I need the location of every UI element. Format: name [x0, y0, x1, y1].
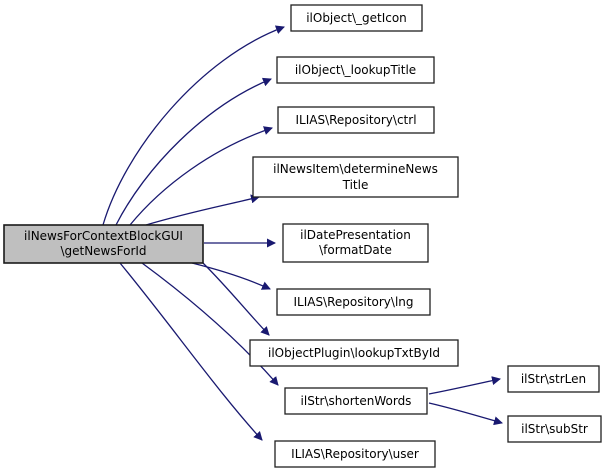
- node-ilias-repository-ctrl[interactable]: ILIAS\Repository\ctrl: [277, 106, 435, 134]
- node-ilNewsForContextBlockGUI-getNewsForId[interactable]: ilNewsForContextBlockGUI \getNewsForId: [3, 224, 204, 264]
- node-label: ilStr\subStr: [521, 422, 588, 436]
- edge-getNewsForId-to-lookupTxtById: [202, 262, 270, 336]
- node-label: ILIAS\Repository\user: [291, 447, 419, 461]
- main-node-label-line2: \getNewsForId: [60, 244, 146, 258]
- node-ilias-repository-user[interactable]: ILIAS\Repository\user: [274, 440, 436, 468]
- node-box[interactable]: [249, 339, 459, 367]
- node-box[interactable]: [274, 440, 436, 468]
- node-label: ILIAS\Repository\lng: [293, 295, 413, 309]
- edge-getNewsForId-to-user: [119, 262, 263, 441]
- node-box[interactable]: [276, 56, 435, 84]
- edge-getNewsForId-to-lookupTitle: [115, 77, 272, 226]
- main-node-label-line1: ilNewsForContextBlockGUI: [24, 229, 183, 243]
- node-label-line1: ilNewsItem\determineNews: [273, 162, 438, 176]
- node-label: ilStr\shortenWords: [301, 394, 412, 408]
- edge-shortenWords-to-subStr: [428, 402, 503, 426]
- node-ilStr-strLen[interactable]: ilStr\strLen: [507, 365, 600, 393]
- node-box[interactable]: [507, 365, 600, 393]
- edge-getNewsForId-to-lng: [191, 262, 271, 290]
- node-box[interactable]: [284, 387, 428, 415]
- node-label-line2: Title: [342, 178, 369, 192]
- node-ilObjectPlugin-lookupTxtById[interactable]: ilObjectPlugin\lookupTxtById: [249, 339, 459, 367]
- node-label: ilObject\_lookupTitle: [295, 63, 416, 77]
- node-box[interactable]: [277, 106, 435, 134]
- node-ilDatePresentation-formatDate[interactable]: ilDatePresentation \formatDate: [282, 223, 429, 263]
- edge-getNewsForId-to-ctrl: [129, 126, 273, 226]
- node-label: ILIAS\Repository\ctrl: [295, 113, 416, 127]
- node-label: ilStr\strLen: [521, 372, 586, 386]
- node-ilStr-shortenWords[interactable]: ilStr\shortenWords: [284, 387, 428, 415]
- node-box[interactable]: [252, 156, 459, 198]
- node-ilObject-getIcon[interactable]: ilObject\_getIcon: [290, 4, 423, 32]
- edge-getNewsForId-to-determineNewsTitle: [145, 194, 260, 226]
- edges: [102, 25, 503, 441]
- node-ilNewsItem-determineNewsTitle[interactable]: ilNewsItem\determineNews Title: [252, 156, 459, 198]
- node-ilStr-subStr[interactable]: ilStr\subStr: [507, 415, 602, 443]
- node-box[interactable]: [282, 223, 429, 263]
- node-label-line2: \formatDate: [319, 243, 392, 257]
- node-label-line1: ilDatePresentation: [300, 228, 411, 242]
- node-ilObject-lookupTitle[interactable]: ilObject\_lookupTitle: [276, 56, 435, 84]
- node-ilias-repository-lng[interactable]: ILIAS\Repository\lng: [276, 288, 431, 316]
- edge-getNewsForId-to-getIcon: [102, 25, 285, 226]
- node-label: ilObject\_getIcon: [306, 11, 407, 25]
- main-node-box[interactable]: [3, 224, 204, 264]
- node-box[interactable]: [290, 4, 423, 32]
- edge-shortenWords-to-strLen: [428, 376, 501, 395]
- node-label: ilObjectPlugin\lookupTxtById: [268, 346, 440, 360]
- node-box[interactable]: [276, 288, 431, 316]
- edge-getNewsForId-to-shortenWords: [141, 262, 279, 386]
- node-box[interactable]: [507, 415, 602, 443]
